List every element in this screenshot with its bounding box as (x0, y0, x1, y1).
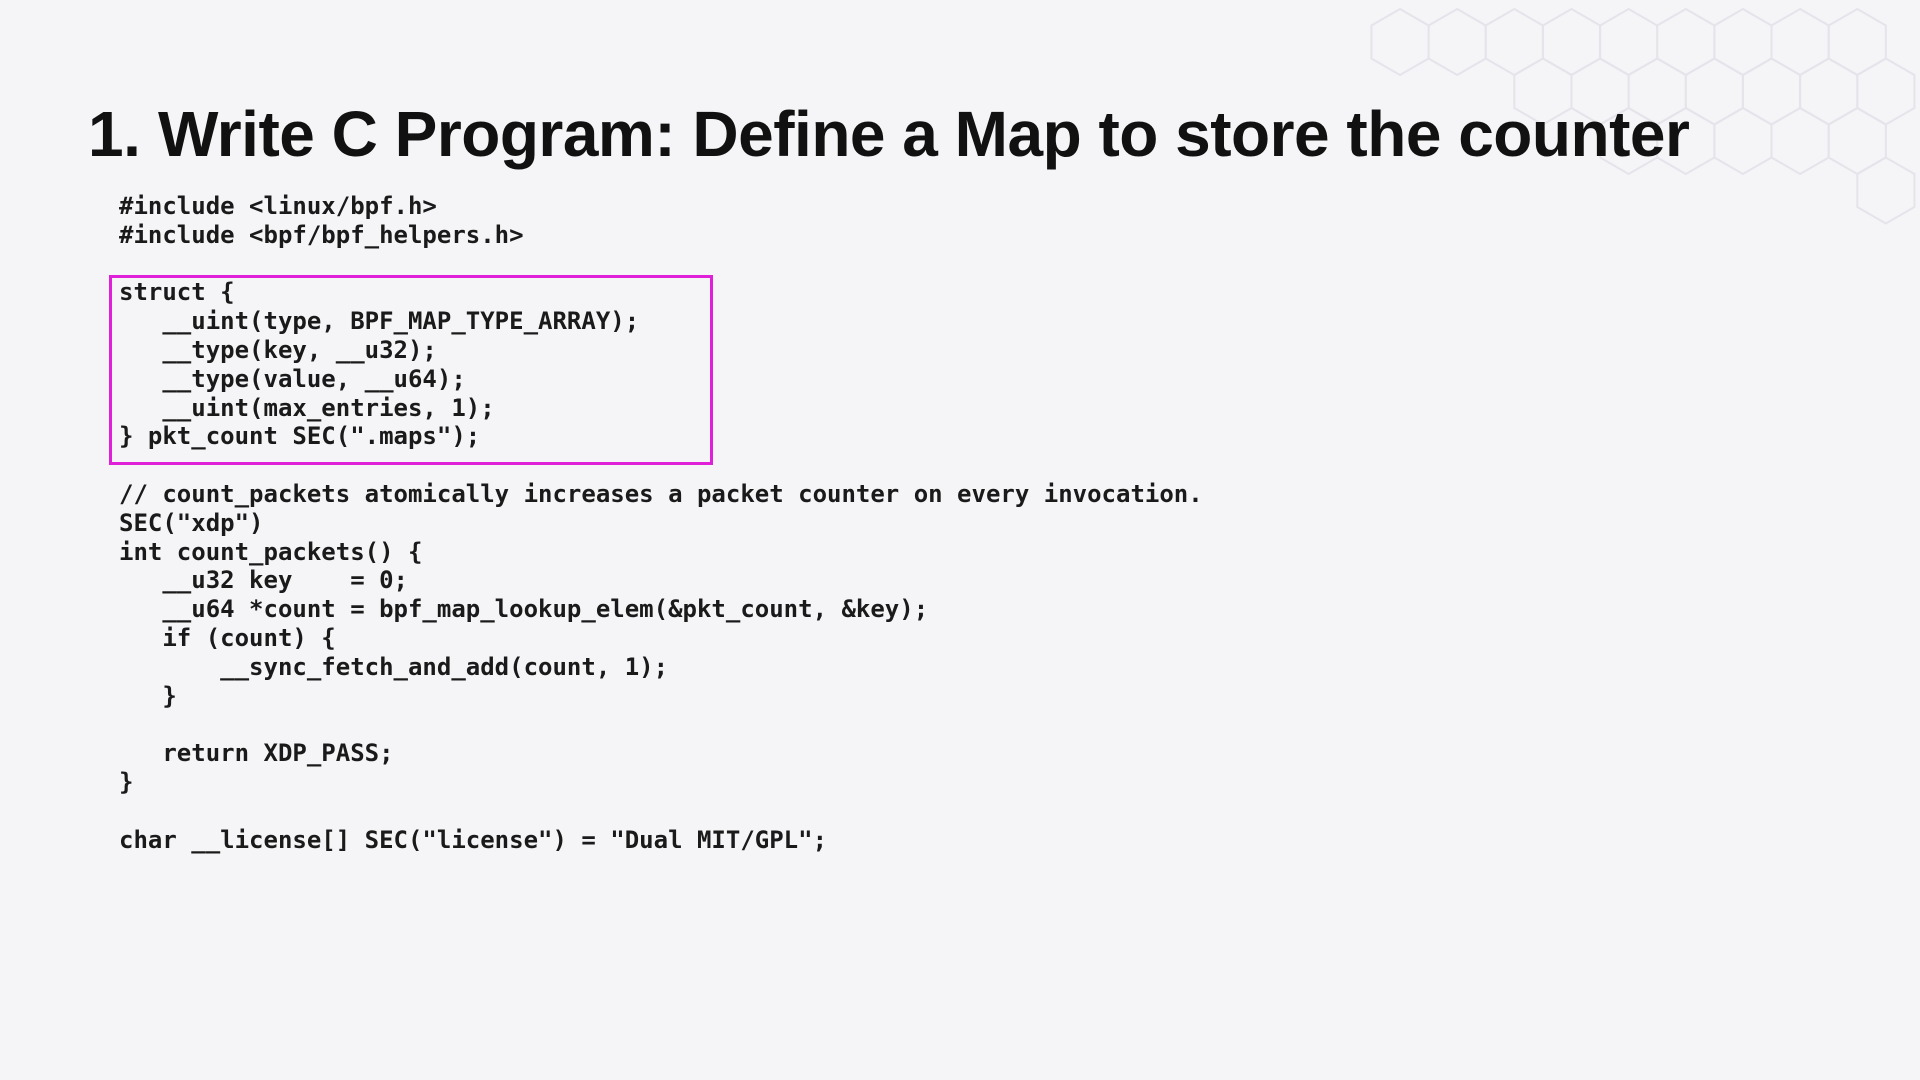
hexagon-shape (1656, 7, 1716, 77)
hexagon-shape (1599, 7, 1659, 77)
hexagon-shape (1484, 7, 1544, 77)
hexagon-shape (1370, 7, 1430, 77)
hexagon-shape (1741, 57, 1802, 126)
code-line: char __license[] SEC("license") = "Dual … (119, 825, 828, 854)
code-line: #include <linux/bpf.h> (119, 192, 437, 220)
code-line: __u32 key = 0; (119, 566, 408, 595)
code-line: __type(key, __u32); (119, 335, 437, 364)
hexagon-shape (1799, 57, 1859, 126)
code-line: SEC("xdp") (119, 508, 264, 537)
code-line: if (count) { (119, 623, 336, 652)
code-line: #include <bpf/bpf_helpers.h> (119, 220, 524, 249)
code-line: } pkt_count SEC(".maps"); (119, 422, 481, 451)
code-line (119, 451, 1203, 480)
code-line: int count_packets() { (119, 537, 423, 566)
hexagon-shape (1541, 7, 1602, 77)
hexagon-shape (1427, 7, 1487, 77)
code-line (119, 797, 1203, 826)
code-line: struct { (119, 278, 235, 307)
code-line: __uint(type, BPF_MAP_TYPE_ARRAY); (119, 307, 640, 336)
hexagon-shape (1856, 57, 1916, 126)
slide-number: 1. (88, 98, 141, 170)
slide-title: 1.Write C Program: Define a Map to store… (88, 96, 1690, 172)
hexagon-shape (1713, 106, 1773, 176)
code-line: return XDP_PASS; (119, 739, 394, 768)
code-line: __u64 *count = bpf_map_lookup_elem(&pkt_… (119, 595, 929, 624)
hexagon-shape (1856, 156, 1916, 225)
hexagon-shape (1827, 7, 1887, 77)
code-line: } (119, 767, 134, 796)
code-line: __uint(max_entries, 1); (119, 393, 495, 422)
hexagon-shape (1827, 106, 1887, 176)
hexagon-shape (1770, 7, 1830, 77)
hexagon-pattern-decoration (1370, 7, 1916, 225)
code-line: __type(value, __u64); (119, 364, 466, 393)
code-block: #include <linux/bpf.h> #include <bpf/bpf… (119, 192, 1203, 854)
code-line: __sync_fetch_and_add(count, 1); (119, 652, 669, 681)
struct-highlight-box (109, 275, 713, 465)
hexagon-shape (1684, 57, 1744, 126)
slide-title-text: Write C Program: Define a Map to store t… (158, 98, 1690, 170)
code-comment-line: // count_packets atomically increases a … (119, 479, 1203, 508)
code-line (119, 250, 1203, 279)
code-line: } (119, 681, 177, 710)
hexagon-shape (1770, 106, 1830, 176)
code-line (119, 710, 1203, 739)
hexagon-shape (1713, 7, 1773, 77)
